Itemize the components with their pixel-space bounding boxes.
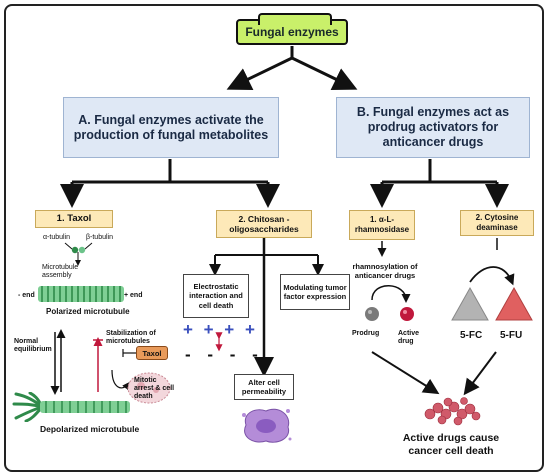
mitotic-arrest-label: Mitotic arrest & cell death xyxy=(134,377,175,400)
positive-charges: + + + + xyxy=(183,320,258,339)
cytosine-box: 2. Cytosine deaminase xyxy=(460,210,534,236)
result-label: Active drugs cause cancer cell death xyxy=(402,432,500,457)
plus-end-label: + end xyxy=(124,292,143,299)
fungal-enzymes-title: Fungal enzymes xyxy=(236,13,348,45)
alpha-tubulin-label: α-tubulin xyxy=(43,234,71,241)
prodrug-label: Prodrug xyxy=(352,330,380,337)
microtubule-assembly-label: Microtubule assembly xyxy=(42,264,79,279)
rhamnosidase-box: 1. α-L-rhamnosidase xyxy=(349,210,415,240)
polarized-microtubule-label: Polarized microtubule xyxy=(46,307,130,316)
stabilization-label: Stabilization of microtubules xyxy=(106,330,156,345)
branch-a-box: A. Fungal enzymes activate the productio… xyxy=(63,97,279,158)
depolarized-microtubule-label: Depolarized microtubule xyxy=(40,424,140,434)
normal-equilibrium-label: Normal equilibrium xyxy=(14,338,52,353)
fu-label: 5-FU xyxy=(500,330,523,341)
negative-charges: - - - - xyxy=(185,345,264,364)
branch-b-box: B. Fungal enzymes act as prodrug activat… xyxy=(336,97,530,158)
damaged-cell-icon xyxy=(242,408,292,443)
electrostatic-box: Electrostatic interaction and cell death xyxy=(183,274,249,318)
fc-fu-triangles-icon xyxy=(451,286,533,321)
alter-permeability-box: Alter cell permeability xyxy=(234,374,294,400)
fc-label: 5-FC xyxy=(460,330,483,341)
drug-molecules-icon xyxy=(365,307,414,321)
active-drug-label: Active drug xyxy=(398,330,420,345)
chitosan-box: 2. Chitosan -oligosaccharides xyxy=(216,210,312,238)
taxol-drug-chip: Taxol xyxy=(136,346,168,360)
diagram-frame xyxy=(4,4,544,472)
depolarized-microtubule-icon xyxy=(12,392,130,422)
modulating-box: Modulating tumor factor expression xyxy=(280,274,350,310)
beta-tubulin-label: β-tubulin xyxy=(86,234,113,241)
mitotic-cell-icon xyxy=(127,372,171,404)
cancer-cell-cluster-icon xyxy=(424,397,481,426)
minus-end-label: - end xyxy=(18,292,35,299)
polarized-microtubule-icon xyxy=(38,286,124,302)
rhamnosylation-label: rhamnosylation of anticancer drugs xyxy=(352,261,418,281)
taxol-box: 1. Taxol xyxy=(35,210,113,228)
tubulin-dimer-icon xyxy=(71,246,86,254)
